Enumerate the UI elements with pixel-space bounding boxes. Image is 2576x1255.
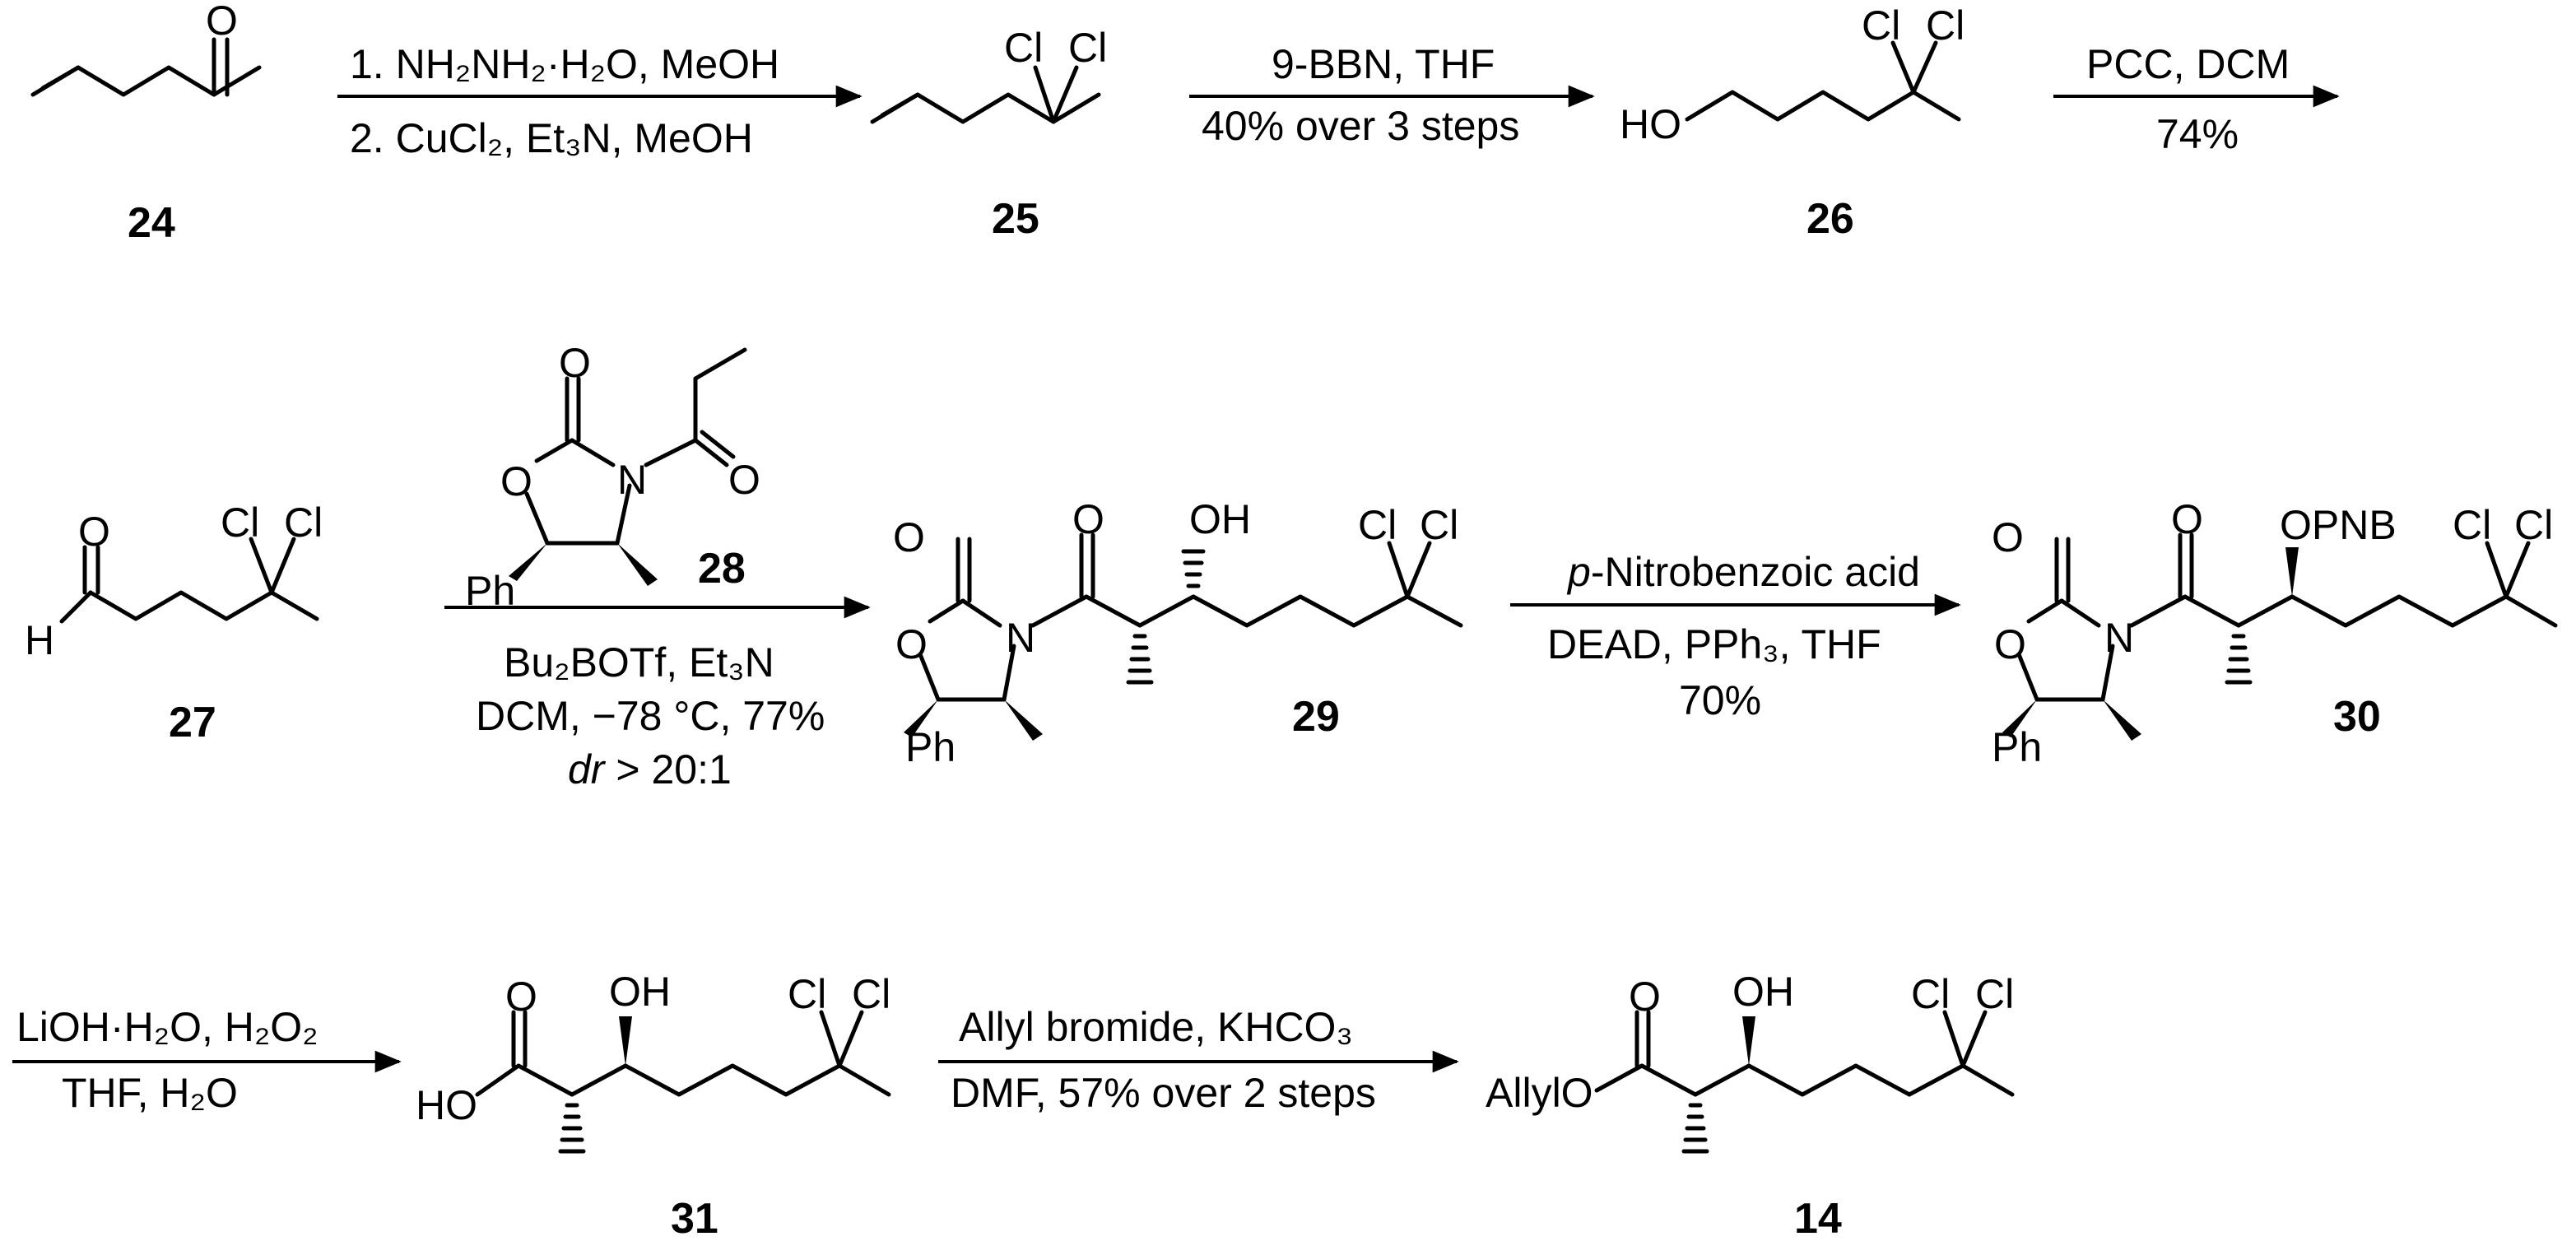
compound-25-structure: Cl Cl [870, 25, 1107, 124]
atom-o: O [1994, 621, 2026, 667]
atom-cl: Cl [2453, 502, 2491, 548]
step1-line2: 2. CuCl₂, Et₃N, MeOH [350, 115, 753, 161]
step6-line1: LiOH·H₂O, H₂O₂ [16, 1004, 319, 1050]
atom-o: O [505, 974, 537, 1020]
atom-o: O [78, 509, 110, 555]
atom-o: O [728, 457, 760, 503]
atom-o: O [500, 458, 532, 504]
compound-26-structure: HO Cl Cl [1620, 2, 1965, 147]
atom-cl: Cl [221, 500, 259, 546]
atom-cl: Cl [1358, 502, 1397, 548]
compound-label-26: 26 [1806, 195, 1854, 243]
atom-cl: Cl [1862, 2, 1900, 49]
atom-cl: Cl [2514, 502, 2553, 548]
atom-n: N [2104, 615, 2134, 661]
atom-cl: Cl [788, 971, 826, 1017]
compound-label-24: 24 [128, 199, 175, 247]
compound-label-27: 27 [169, 699, 216, 746]
atom-cl: Cl [1975, 971, 2014, 1017]
compound-30-structure: O O O N OPNB Cl Cl Ph [1992, 496, 2558, 770]
atom-oh: OH [1732, 969, 1794, 1015]
compound-label-29: 29 [1292, 693, 1340, 741]
step6-line2: THF, H₂O [62, 1070, 238, 1116]
atom-n: N [617, 457, 647, 503]
compound-31-structure: O HO OH Cl Cl [416, 969, 891, 1154]
atom-cl: Cl [1926, 2, 1965, 49]
compound-27-structure: O H Cl Cl [25, 500, 323, 663]
atom-ho: HO [1620, 101, 1681, 147]
atom-cl: Cl [1004, 25, 1043, 71]
atom-oh: OH [1189, 496, 1251, 542]
step3-line1: PCC, DCM [2086, 41, 2290, 87]
atom-h: H [25, 617, 54, 663]
step5-line3: 70% [1679, 677, 1761, 723]
step5-reagent: -Nitrobenzoic acid [1591, 549, 1920, 595]
atom-o: O [1992, 514, 2024, 560]
atom-ph: Ph [1992, 724, 2042, 770]
atom-o: O [1629, 974, 1661, 1020]
atom-opnb: OPNB [2280, 502, 2397, 548]
atom-cl: Cl [1068, 25, 1107, 71]
compound-label-31: 31 [671, 1195, 718, 1243]
step2-line2: 40% over 3 steps [1202, 103, 1519, 149]
atom-cl: Cl [852, 971, 890, 1017]
atom-oh: OH [609, 969, 671, 1015]
step4-line1: Bu₂BOTf, Et₃N [504, 639, 774, 686]
atom-o: O [1072, 496, 1104, 542]
atom-o: O [559, 340, 591, 386]
step5-line2: DEAD, PPh₃, THF [1547, 621, 1881, 667]
step7-line1: Allyl bromide, KHCO₃ [959, 1004, 1353, 1050]
atom-cl: Cl [1420, 502, 1458, 548]
atom-o: O [2171, 496, 2203, 542]
step3-line2: 74% [2156, 111, 2239, 157]
step7-line2: DMF, 57% over 2 steps [951, 1070, 1376, 1116]
compound-label-25: 25 [992, 195, 1039, 243]
atom-o: O [895, 621, 928, 667]
step4-line2: DCM, −78 °C, 77% [476, 693, 825, 739]
compound-24-structure: O [30, 0, 262, 97]
compound-label-28: 28 [698, 545, 746, 593]
step4-line3: dr > 20:1 [568, 746, 732, 793]
atom-cl: Cl [284, 500, 323, 546]
compound-label-30: 30 [2333, 693, 2381, 741]
compound-label-14: 14 [1794, 1195, 1842, 1243]
atom-cl: Cl [1911, 971, 1950, 1017]
atom-o: O [893, 514, 925, 560]
atom-ho: HO [416, 1082, 477, 1128]
step4-dr-italic: dr [568, 746, 607, 793]
compound-29-structure: O O O N OH Cl Cl Ph [893, 496, 1463, 770]
atom-o: O [206, 0, 238, 44]
atom-n: N [1006, 615, 1035, 661]
step5-p-italic: p [1566, 549, 1591, 595]
step5-line1: p-Nitrobenzoic acid [1566, 549, 1920, 595]
step1-line1: 1. NH₂NH₂·H₂O, MeOH [350, 41, 779, 87]
atom-ph: Ph [905, 724, 956, 770]
atom-allylo: AllylO [1486, 1070, 1593, 1116]
step2-line1: 9-BBN, THF [1272, 41, 1495, 87]
compound-14-structure: O AllylO OH Cl Cl [1486, 969, 2015, 1154]
step4-dr-value: > 20:1 [604, 746, 731, 793]
